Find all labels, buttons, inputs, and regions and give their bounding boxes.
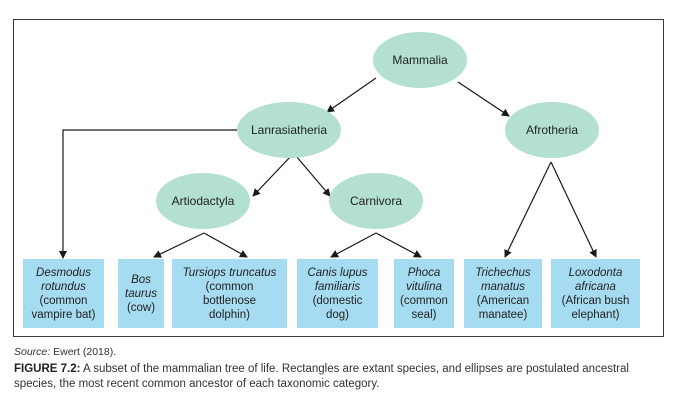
leaf-common-name: (American bbox=[476, 294, 530, 307]
figure-caption: FIGURE 7.2: A subset of the mammalian tr… bbox=[14, 362, 674, 392]
leaf-common-name: (common bbox=[205, 280, 254, 293]
leaf-common-name: (domestic bbox=[312, 294, 363, 307]
leaf-scientific-name: Bos bbox=[131, 273, 151, 286]
edge-artiodactyla-tursiops bbox=[203, 232, 248, 258]
node-lanrasiatheria: Lanrasiatheria bbox=[237, 102, 341, 158]
edge-artiodactyla-bos bbox=[153, 232, 205, 258]
source-label: Source: bbox=[14, 346, 51, 358]
leaf-scientific-name: familiaris bbox=[314, 280, 361, 293]
leaf-scientific-name: vitulina bbox=[406, 280, 442, 293]
figure-source: Source: Ewert (2018). bbox=[14, 346, 116, 358]
node-artiodactyla: Artiodactyla bbox=[156, 173, 250, 229]
leaf-scientific-name: Trichechus bbox=[475, 266, 531, 279]
node-carnivora-label: Carnivora bbox=[350, 194, 402, 208]
leaf-trichechus-manatus: Trichechus manatus (American manatee) bbox=[464, 259, 542, 328]
figure-frame bbox=[13, 19, 664, 337]
leaf-common-name: seal) bbox=[411, 308, 437, 321]
edge-carnivora-phoca bbox=[375, 232, 422, 258]
edge-afrotheria-loxodonta bbox=[550, 161, 597, 258]
leaf-tursiops-truncatus: Tursiops truncatus (common bottlenose do… bbox=[172, 259, 287, 328]
node-afrotheria-label: Afrotheria bbox=[526, 123, 578, 137]
edge-lanrasiatheria-artiodactyla bbox=[252, 154, 293, 197]
node-carnivora: Carnivora bbox=[329, 173, 423, 229]
node-mammalia-label: Mammalia bbox=[392, 53, 448, 67]
caption-text: A subset of the mammalian tree of life. … bbox=[14, 363, 629, 390]
leaf-loxodonta-africana: Loxodonta africana (African bush elephan… bbox=[551, 259, 640, 328]
leaf-scientific-name: rotundus bbox=[41, 280, 86, 293]
edge-lanrasiatheria-carnivora bbox=[295, 155, 331, 197]
leaf-phoca-vitulina: Phoca vitulina (common seal) bbox=[394, 259, 454, 328]
leaf-scientific-name: africana bbox=[575, 280, 616, 293]
leaf-common-name: manatee) bbox=[478, 308, 528, 321]
leaf-scientific-name: Loxodonta bbox=[568, 266, 623, 279]
leaf-scientific-name: Tursiops truncatus bbox=[182, 266, 277, 279]
leaf-scientific-name: Canis lupus bbox=[307, 266, 368, 279]
leaf-common-name: bottlenose bbox=[202, 294, 257, 307]
edge-mammalia-afrotheria bbox=[457, 81, 510, 117]
edge-afrotheria-trichechus bbox=[504, 161, 552, 258]
leaf-common-name: (common bbox=[39, 294, 88, 307]
node-mammalia: Mammalia bbox=[373, 32, 467, 88]
leaf-common-name: elephant) bbox=[571, 308, 620, 321]
tree-diagram: Mammalia Lanrasiatheria Afrotheria Artio… bbox=[59, 32, 599, 259]
leaf-scientific-name: Phoca bbox=[407, 266, 441, 279]
edge-mammalia-lanrasiatheria bbox=[326, 77, 377, 113]
node-artiodactyla-label: Artiodactyla bbox=[172, 194, 235, 208]
source-text: Ewert (2018). bbox=[53, 346, 117, 358]
leaf-scientific-name: Desmodus bbox=[36, 266, 91, 279]
leaf-common-name: dog) bbox=[325, 308, 350, 321]
leaf-common-name: dolphin) bbox=[209, 308, 250, 321]
edge-carnivora-canis bbox=[330, 232, 377, 258]
leaf-desmodus-rotundus: Desmodus rotundus (common vampire bat) bbox=[23, 259, 104, 328]
leaf-common-name: (common bbox=[400, 294, 448, 307]
leaf-common-name: vampire bat) bbox=[31, 308, 96, 321]
node-afrotheria: Afrotheria bbox=[505, 102, 599, 158]
leaf-scientific-name: manatus bbox=[480, 280, 526, 293]
node-lanrasiatheria-label: Lanrasiatheria bbox=[251, 123, 327, 137]
edge-lanrasiatheria-desmodus bbox=[59, 129, 240, 259]
caption-label: FIGURE 7.2: bbox=[14, 363, 81, 375]
leaf-scientific-name: taurus bbox=[125, 287, 157, 300]
leaf-canis-lupus-familiaris: Canis lupus familiaris (domestic dog) bbox=[297, 259, 378, 328]
leaf-bos-taurus: Bos taurus (cow) bbox=[118, 259, 164, 328]
leaf-common-name: (African bush bbox=[561, 294, 630, 307]
leaf-common-name: (cow) bbox=[126, 301, 156, 314]
